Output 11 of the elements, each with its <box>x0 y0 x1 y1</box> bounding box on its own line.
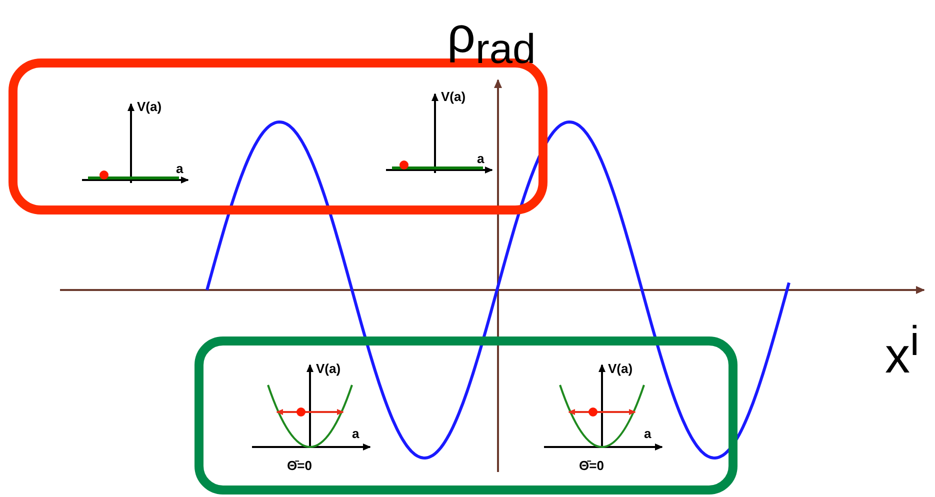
axis-label: V(a) <box>608 362 633 375</box>
axis-label: a <box>477 152 484 165</box>
axis-label: a <box>644 427 652 440</box>
axis-label: a <box>176 162 184 175</box>
axis-label: a <box>352 427 360 440</box>
axis-label: V(a) <box>316 362 341 375</box>
axis-label: V(a) <box>441 90 466 103</box>
axis-title: x$^{i}$ <box>885 320 920 381</box>
equation-label: Θ̄=0 <box>579 459 604 472</box>
axis-label: V(a) <box>137 100 162 113</box>
equation-label: Θ̄=0 <box>287 459 312 472</box>
